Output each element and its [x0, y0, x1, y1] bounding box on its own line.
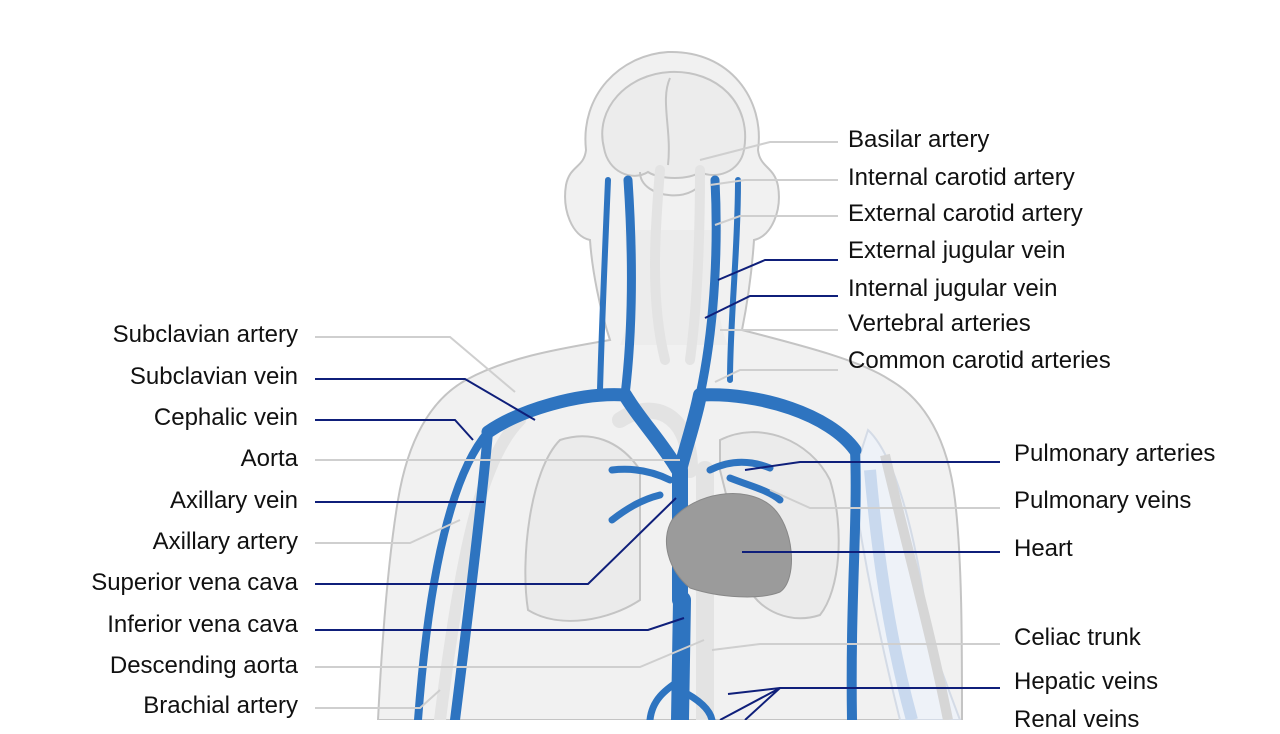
label-aorta: Aorta [240, 445, 298, 472]
label-celiac-trunk: Celiac trunk [1014, 624, 1141, 651]
label-hepatic-veins: Hepatic veins [1014, 668, 1159, 695]
leader-internal-jugular [704, 295, 838, 319]
right-arm-vein [846, 445, 861, 725]
right-arm-vessel-a [864, 469, 918, 722]
leader-external-carotid [714, 215, 838, 226]
leader-cephalic-vein [315, 419, 474, 441]
right-brachiocephalic [673, 388, 707, 477]
label-pulmonary-veins: Pulmonary veins [1014, 487, 1192, 514]
label-axillary-artery: Axillary artery [152, 528, 298, 555]
label-descending-aorta: Descending aorta [109, 652, 298, 679]
inferior-vena-cava [671, 591, 691, 729]
leader-external-jugular [717, 259, 838, 281]
right-carotid-artery [685, 165, 705, 365]
heart-shape [665, 493, 792, 598]
left-lung [524, 435, 641, 622]
left-subclavian-vein [481, 388, 632, 439]
label-superior-vena-cava: Superior vena cava [91, 569, 298, 596]
leader-inferior-vena-cava [315, 617, 685, 631]
right-internal-jugular [695, 175, 721, 400]
label-cephalic-vein: Cephalic vein [153, 404, 298, 431]
left-cephalic-vein [414, 428, 492, 724]
label-external-jugular-vein: External jugular vein [848, 237, 1066, 264]
left-leader-lines [315, 336, 705, 709]
label-axillary-vein: Axillary vein [169, 487, 298, 514]
left-brachiocephalic [618, 388, 685, 477]
leader-common-carotid [714, 369, 838, 383]
label-vertebral-arteries: Vertebral arteries [848, 310, 1031, 337]
hepatic-veins [646, 676, 716, 724]
label-heart: Heart [1014, 535, 1073, 562]
leader-pulmonary-veins [769, 489, 1000, 509]
right-arm-vessel-b [880, 453, 953, 721]
left-carotid-artery [650, 165, 670, 365]
label-subclavian-vein: Subclavian vein [129, 363, 298, 390]
leader-internal-carotid [709, 179, 838, 186]
left-external-jugular [597, 177, 611, 393]
pulmonary-branch-left [608, 465, 674, 524]
right-subclavian-vein [693, 388, 862, 457]
label-internal-carotid-artery: Internal carotid artery [848, 164, 1075, 191]
label-subclavian-artery: Subclavian artery [112, 321, 298, 348]
leader-descending-aorta [315, 639, 705, 668]
label-renal-veins: Renal veins [1014, 706, 1140, 733]
label-pulmonary-arteries: Pulmonary arteries [1014, 440, 1216, 467]
leader-axillary-artery [315, 519, 461, 544]
label-external-carotid-artery: External carotid artery [848, 200, 1083, 227]
left-internal-jugular [620, 175, 636, 400]
label-brachial-artery: Brachial artery [143, 692, 298, 719]
left-arm-artery [434, 414, 526, 726]
leader-brachial-artery [315, 689, 441, 709]
brain-fold [664, 77, 671, 166]
leader-celiac-trunk [711, 643, 1000, 651]
leader-renal-veins [719, 687, 781, 721]
leader-subclavian-artery [315, 336, 516, 393]
brain [601, 70, 747, 179]
leader-pulmonary-arteries [744, 461, 1000, 471]
leader-subclavian-vein [315, 378, 536, 421]
label-basilar-artery: Basilar artery [848, 126, 990, 153]
leader-basilar-artery [699, 141, 838, 161]
leader-superior-vena-cava [315, 497, 677, 585]
label-internal-jugular-vein: Internal jugular vein [848, 275, 1058, 302]
label-common-carotid-arteries: Common carotid arteries [848, 347, 1111, 374]
right-leader-lines [699, 141, 1000, 721]
right-external-jugular [727, 177, 741, 383]
label-inferior-vena-cava: Inferior vena cava [107, 611, 298, 638]
